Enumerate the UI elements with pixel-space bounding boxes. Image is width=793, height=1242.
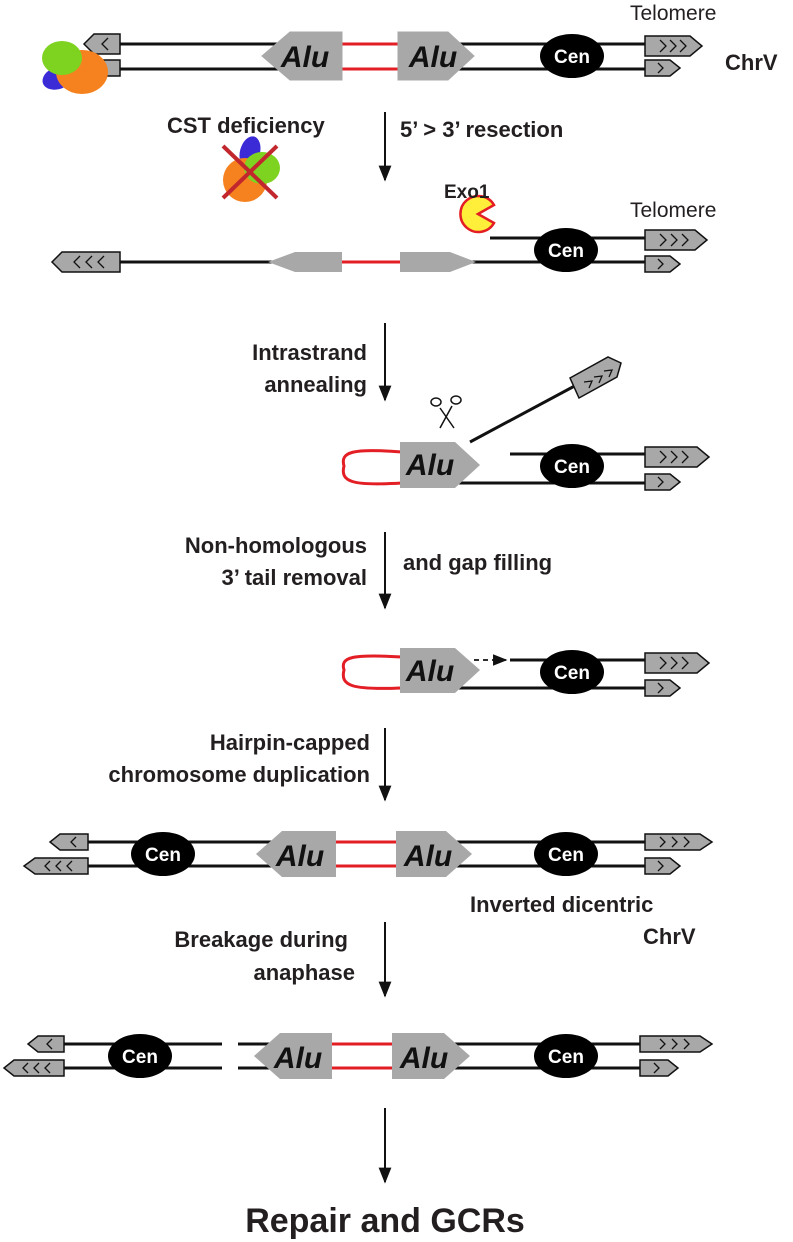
hairpin-capped-label: Hairpin-capped — [210, 730, 370, 755]
tail-removal-label: 3’ tail removal — [221, 565, 367, 590]
telomere-icon — [50, 251, 121, 273]
exo1-pacman-icon — [459, 194, 496, 234]
alu-element: Alu — [396, 831, 472, 877]
row5-dicentric: Cen Alu Alu Cen — [22, 831, 714, 877]
alu-element: Alu — [256, 831, 336, 877]
svg-text:Alu: Alu — [275, 840, 324, 873]
svg-text:Alu: Alu — [408, 41, 457, 74]
row3-hairpin: Alu Cen — [341, 356, 711, 491]
gap-filling-label: and gap filling — [403, 550, 552, 575]
telomere-icon — [644, 446, 711, 491]
svg-text:Cen: Cen — [122, 1047, 158, 1068]
nonhomologous-label: Non-homologous — [185, 533, 367, 558]
duplication-label: chromosome duplication — [108, 762, 370, 787]
centromere: Cen — [534, 832, 598, 876]
scissors-icon — [430, 395, 462, 429]
svg-text:Alu: Alu — [403, 840, 452, 873]
alu-element: Alu — [400, 442, 480, 488]
alu-element: Alu — [261, 31, 343, 81]
row4-hairpin: Alu Cen — [341, 648, 711, 697]
centromere: Cen — [534, 228, 598, 272]
alu-element: Alu — [397, 31, 475, 81]
telomere-icon — [639, 1035, 714, 1077]
svg-text:Alu: Alu — [399, 1042, 448, 1075]
inverted-dicentric-label: Inverted dicentric — [470, 892, 653, 917]
svg-text:Cen: Cen — [554, 663, 590, 684]
cst-complex-crossed-icon — [221, 136, 280, 202]
telomere-icon — [644, 652, 711, 697]
telomere-icon — [2, 1035, 65, 1077]
alu-element: Alu — [254, 1033, 332, 1079]
centromere: Cen — [534, 1034, 598, 1078]
inverted-chrv-label: ChrV — [643, 924, 696, 949]
telomere-icon — [569, 356, 622, 400]
row6-broken: Cen Alu Alu Cen — [2, 1033, 714, 1079]
centromere: Cen — [540, 34, 604, 78]
resection-label: 5’ > 3’ resection — [400, 117, 563, 142]
svg-text:Cen: Cen — [145, 845, 181, 866]
svg-text:Alu: Alu — [405, 449, 454, 482]
intrastrand-label: Intrastrand — [252, 340, 367, 365]
telomere-label: Telomere — [630, 2, 716, 25]
svg-text:Cen: Cen — [554, 47, 590, 68]
final-outcome-label: Repair and GCRs — [245, 1202, 525, 1240]
telomere-icon — [644, 229, 709, 273]
telomere-label: Telomere — [630, 199, 716, 222]
centromere: Cen — [540, 444, 604, 488]
row2-chromosome: Cen Exo1 Telomere — [50, 182, 716, 273]
centromere: Cen — [540, 650, 604, 694]
centromere: Cen — [108, 1034, 172, 1078]
breakage-label: Breakage during — [174, 927, 348, 952]
cst-complex-icon — [42, 41, 108, 94]
svg-text:Cen: Cen — [548, 241, 584, 262]
svg-text:Alu: Alu — [280, 41, 329, 74]
alu-element: Alu — [392, 1033, 470, 1079]
svg-text:Cen: Cen — [548, 845, 584, 866]
centromere: Cen — [131, 832, 195, 876]
cst-deficiency-label: CST deficiency — [167, 113, 325, 138]
telomere-icon — [644, 35, 704, 77]
svg-text:Alu: Alu — [273, 1042, 322, 1075]
telomere-icon — [22, 833, 89, 875]
svg-text:Alu: Alu — [405, 655, 454, 688]
row1-chromosome: Alu Alu Cen Telomere ChrV — [42, 2, 778, 94]
alu-element: Alu — [400, 648, 480, 693]
anaphase-label: anaphase — [254, 960, 356, 985]
chromosome-label: ChrV — [725, 50, 778, 75]
telomere-icon — [644, 833, 714, 875]
svg-text:Cen: Cen — [554, 457, 590, 478]
exo1-label: Exo1 — [444, 182, 490, 203]
svg-text:Cen: Cen — [548, 1047, 584, 1068]
annealing-label: annealing — [264, 372, 367, 397]
